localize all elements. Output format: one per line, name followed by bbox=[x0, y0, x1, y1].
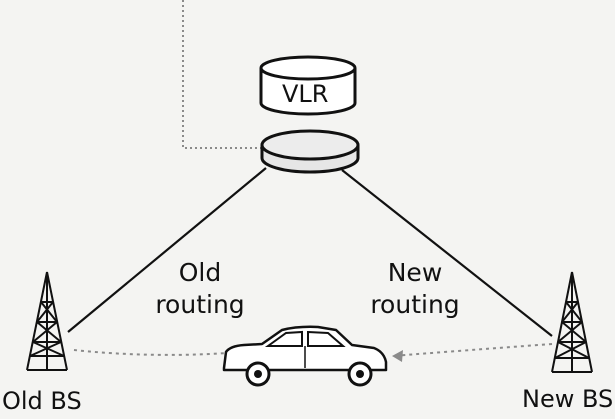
new-radio-path bbox=[391, 343, 553, 357]
old-bs-tower bbox=[26, 271, 68, 371]
old-routing-line2: routing bbox=[155, 290, 245, 319]
vlr-database bbox=[259, 55, 357, 116]
new-bs-tower bbox=[551, 271, 593, 373]
new-routing-label: New routing bbox=[360, 258, 470, 320]
old-routing-line bbox=[67, 167, 267, 333]
old-routing-line1: Old bbox=[178, 258, 222, 287]
msc-switch bbox=[260, 129, 360, 174]
old-bs-label: Old BS bbox=[2, 387, 82, 415]
new-routing-line2: routing bbox=[370, 290, 460, 319]
new-routing-line bbox=[341, 169, 553, 337]
old-radio-path bbox=[73, 349, 229, 356]
wired-link bbox=[182, 0, 262, 149]
movement-arrow bbox=[392, 350, 403, 362]
vlr-label: VLR bbox=[282, 80, 329, 108]
new-routing-line1: New bbox=[387, 258, 443, 287]
new-bs-label: New BS bbox=[522, 385, 614, 413]
old-routing-label: Old routing bbox=[150, 258, 250, 320]
car bbox=[222, 325, 388, 387]
